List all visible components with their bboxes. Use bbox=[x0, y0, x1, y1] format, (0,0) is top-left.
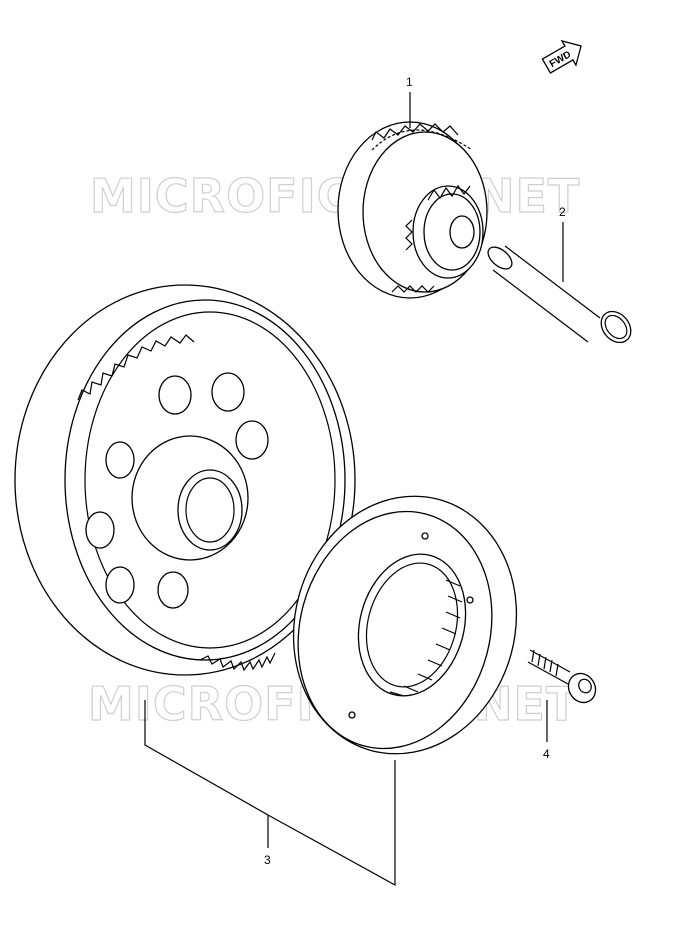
part-3-starter-gear bbox=[14, 284, 356, 676]
leader-lines bbox=[144, 92, 564, 887]
watermark-top: MICROFICHES.NET bbox=[90, 169, 580, 223]
callout-4: 4 bbox=[543, 747, 550, 761]
part-4-bolt bbox=[527, 649, 597, 704]
fwd-arrow-icon: FWD bbox=[541, 39, 582, 74]
part-2-shaft bbox=[487, 245, 632, 344]
part-1-idle-gear bbox=[337, 121, 488, 299]
callout-2: 2 bbox=[559, 205, 566, 219]
callout-1: 1 bbox=[406, 75, 413, 89]
callout-3: 3 bbox=[264, 853, 271, 867]
part-3-one-way-clutch bbox=[292, 495, 518, 755]
